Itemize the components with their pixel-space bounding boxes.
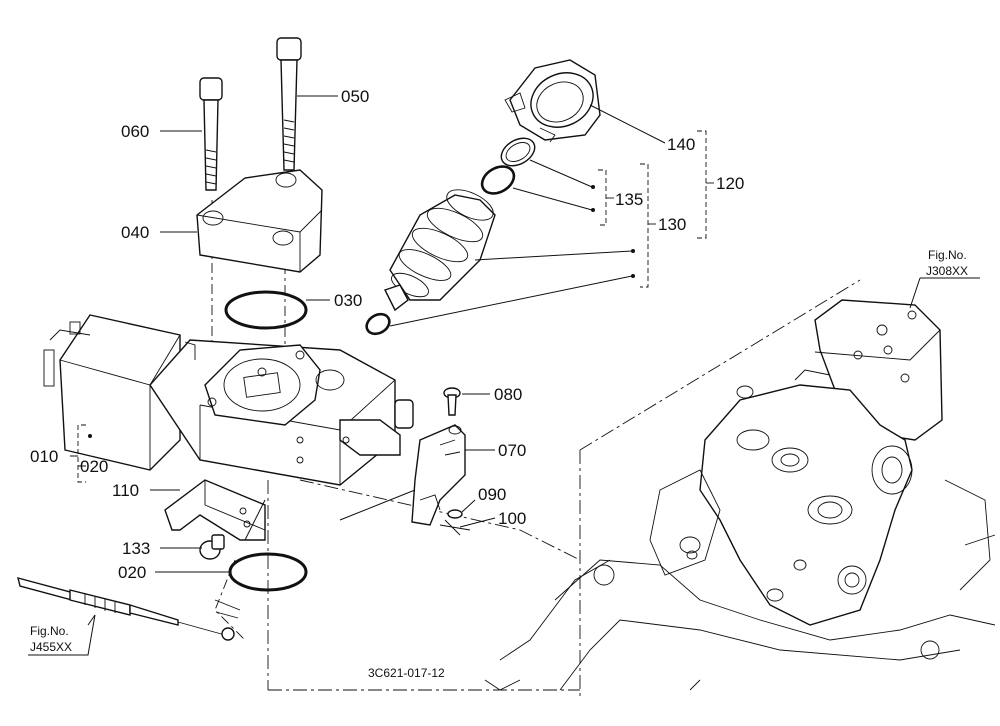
part-120-plug[interactable] <box>199 534 225 560</box>
callout-100[interactable]: 100 <box>498 509 526 528</box>
part-070-lever[interactable] <box>411 424 466 526</box>
callout-050[interactable]: 050 <box>341 87 369 106</box>
part-010-valve-body[interactable] <box>43 314 414 486</box>
valve-housing-background <box>484 299 996 691</box>
callout-030[interactable]: 030 <box>334 291 362 310</box>
part-100-cotter-pin[interactable] <box>439 519 471 536</box>
part-110-bracket[interactable] <box>164 479 266 541</box>
fig-ref-j308xx-line2: J308XX <box>926 264 968 278</box>
callout-120[interactable]: 133 <box>122 539 150 558</box>
fig-ref-j455xx-line1: Fig.No. <box>30 624 69 638</box>
part-small-o-ring[interactable] <box>363 310 393 338</box>
part-030-o-ring[interactable] <box>224 290 308 330</box>
fig-ref-j308xx[interactable]: Fig.No. J308XX <box>909 248 980 309</box>
callout-020-group[interactable]: 020 <box>80 457 108 476</box>
callout-130[interactable]: 120 <box>716 174 744 193</box>
callout-070[interactable]: 070 <box>498 441 526 460</box>
callout-140[interactable]: 140 <box>667 135 695 154</box>
part-090-washer[interactable] <box>447 509 463 519</box>
callout-133[interactable]: 130 <box>658 215 686 234</box>
callout-040[interactable]: 040 <box>121 223 149 242</box>
fig-ref-j455xx-line2: J455XX <box>30 640 72 654</box>
part-080-pin[interactable] <box>443 387 461 416</box>
fig-ref-j455xx[interactable]: Fig.No. J455XX <box>28 614 96 656</box>
part-060-bolt[interactable] <box>199 77 223 191</box>
callout-080[interactable]: 080 <box>494 385 522 404</box>
part-135-o-ring[interactable] <box>477 161 518 199</box>
part-040-cover-plate[interactable] <box>196 169 323 273</box>
callout-135[interactable]: 135 <box>615 190 643 209</box>
drawing-code: 3C621-017-12 <box>368 666 445 680</box>
callout-020[interactable]: 020 <box>118 563 146 582</box>
part-050-bolt[interactable] <box>276 37 302 171</box>
part-140-sleeve-nut[interactable] <box>504 59 602 143</box>
part-control-cable[interactable] <box>17 577 241 641</box>
callout-060[interactable]: 060 <box>121 122 149 141</box>
part-133-spool[interactable] <box>384 184 498 312</box>
callout-010[interactable]: 010 <box>30 447 58 466</box>
callout-110[interactable]: 110 <box>112 481 139 500</box>
fig-ref-j308xx-line1: Fig.No. <box>928 248 967 262</box>
callout-090[interactable]: 090 <box>478 485 506 504</box>
part-135-backup-ring[interactable] <box>496 133 539 172</box>
